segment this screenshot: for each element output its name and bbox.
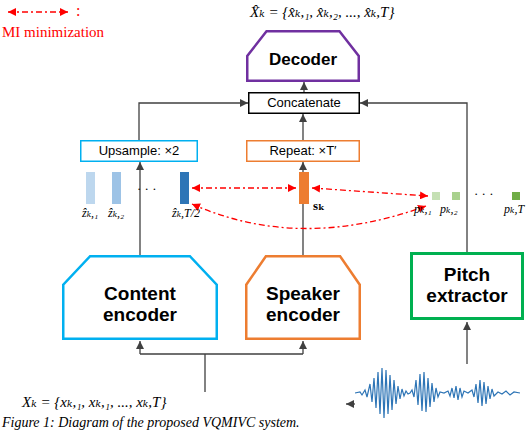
speaker-bar <box>299 172 309 204</box>
legend-sample <box>8 11 68 13</box>
node-shape <box>81 141 198 162</box>
node-label: Concatenate <box>267 96 341 110</box>
annotation-label: X̂ₖ = {x̂ₖ,₁, x̂ₖ,₂, ..., x̂ₖ,T} <box>250 3 394 21</box>
module-block: Decoder <box>246 30 360 82</box>
process-box: Concatenate <box>248 92 360 114</box>
feature-bar <box>180 172 189 204</box>
feature-bar <box>86 172 95 204</box>
legend-label: MI minimization <box>2 24 104 41</box>
node-shape <box>249 93 360 114</box>
mi-arrow <box>192 187 296 188</box>
pitch-square <box>432 192 440 200</box>
annotation-label: ẑₖ,₂ <box>108 206 124 221</box>
flow-arrow <box>139 103 248 140</box>
flow-arrow <box>139 162 140 255</box>
mi-arrow <box>312 188 428 196</box>
annotation-label: Xₖ = {xₖ,₁, xₖ,₁, ..., xₖ,T} <box>22 393 166 411</box>
node-shape <box>63 256 217 339</box>
node-shape <box>247 141 360 162</box>
node-label: Upsample: ×2 <box>99 144 180 158</box>
annotation-label: ẑₖ,T/2 <box>172 206 200 221</box>
module-block: Content encoder <box>62 255 218 340</box>
waveform <box>355 368 520 418</box>
node-shape <box>247 31 359 81</box>
pitch-square <box>512 192 520 200</box>
node-label: Pitch extractor <box>417 265 517 306</box>
process-box: Pitch extractor <box>410 252 524 320</box>
figure-caption: Figure 1: Diagram of the proposed VQMIVC… <box>2 415 300 431</box>
module-block: Speaker encoder <box>245 255 361 340</box>
annotation-label: pₖ,T <box>504 202 524 217</box>
mi-arrow <box>192 204 426 229</box>
annotation-label: ẑₖ,₁ <box>82 206 98 221</box>
node-label: Speaker encoder <box>253 284 353 325</box>
annotation-label: pₖ,₂ <box>440 202 458 217</box>
legend-entry: MI minimization <box>2 24 104 41</box>
annotation-label: · · · <box>137 181 157 197</box>
annotation-label: : <box>76 2 80 20</box>
flow-arrow <box>303 82 304 92</box>
waveform-arrow <box>466 322 467 364</box>
annotation-label: sₖ <box>313 198 325 214</box>
feature-bar <box>112 172 121 204</box>
flow-arrow <box>360 103 467 252</box>
node-shape <box>246 256 360 339</box>
pitch-square <box>452 192 460 200</box>
node-label: Repeat: ×T′ <box>269 144 336 158</box>
annotation-label: pₖ,₁ <box>414 202 432 217</box>
node-label: Content encoder <box>90 284 190 325</box>
input-wire <box>302 341 303 354</box>
process-box: Upsample: ×2 <box>80 140 198 162</box>
node-label: Decoder <box>269 51 337 69</box>
process-box: Repeat: ×T′ <box>246 140 360 162</box>
input-wire <box>139 341 140 354</box>
flow-arrow <box>302 114 303 140</box>
input-wire <box>140 354 303 392</box>
annotation-label: · · · <box>474 186 494 202</box>
node-shape <box>412 254 523 319</box>
waveform-arrow <box>346 403 355 404</box>
